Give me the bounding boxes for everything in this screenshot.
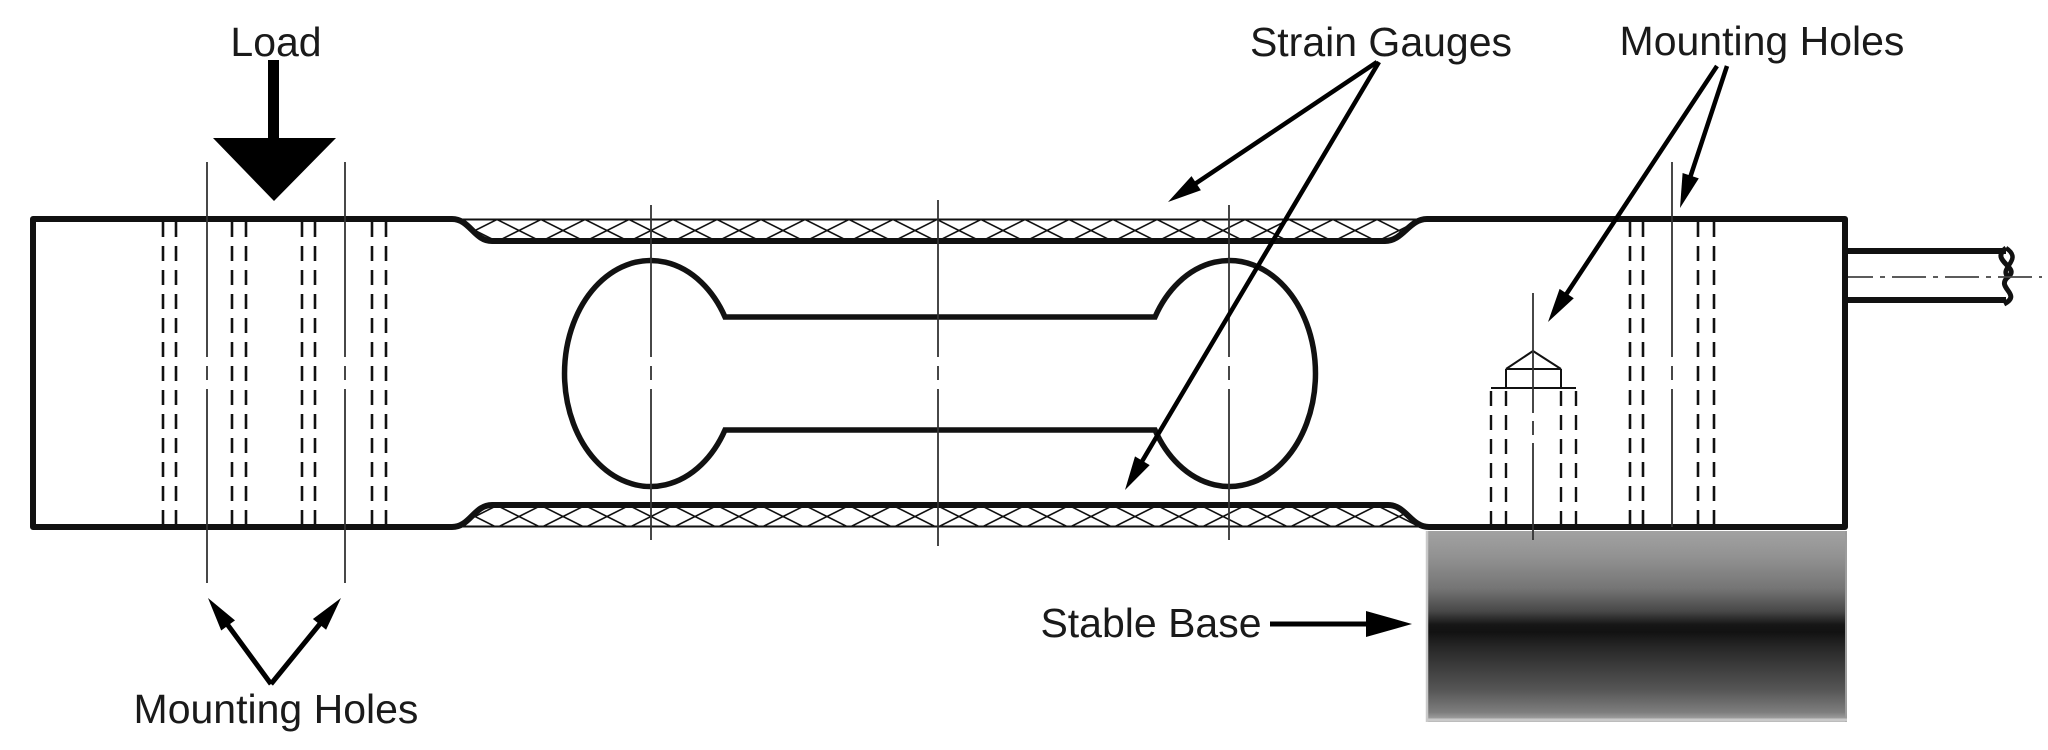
- leader-arrows: [208, 60, 1730, 686]
- stable-base-block: [1425, 531, 1847, 722]
- bone-cutout: [561, 257, 1319, 490]
- load-label: Load: [230, 19, 321, 65]
- stable-base-arrow: [1270, 611, 1412, 637]
- strain-gauges-label: Strain Gauges: [1250, 19, 1512, 65]
- strain-gauge-top: [453, 218, 1427, 241]
- mounting-holes-left-hidden-lines: [161, 222, 388, 525]
- mounting-holes-top-label: Mounting Holes: [1620, 18, 1905, 64]
- mounting-holes-top-arrow-right: [1680, 65, 1730, 208]
- mounting-holes-bottom-arrow-right: [269, 598, 341, 686]
- mounting-holes-bottom-label: Mounting Holes: [134, 686, 419, 732]
- mounting-hole-right-hidden-lines: [1628, 222, 1716, 525]
- strain-gauges-arrow-top: [1168, 60, 1379, 202]
- mounting-holes-top-arrow-left: [1548, 64, 1719, 322]
- cable-break-symbol-2: [2003, 246, 2015, 279]
- strain-gauge-bottom: [453, 505, 1429, 528]
- strain-gauges-arrow-bottom: [1125, 60, 1381, 490]
- stable-base-label: Stable Base: [1040, 600, 1261, 646]
- mounting-holes-bottom-arrow-left: [208, 598, 274, 686]
- centerlines: [206, 162, 1673, 583]
- load-arrow: [213, 60, 336, 201]
